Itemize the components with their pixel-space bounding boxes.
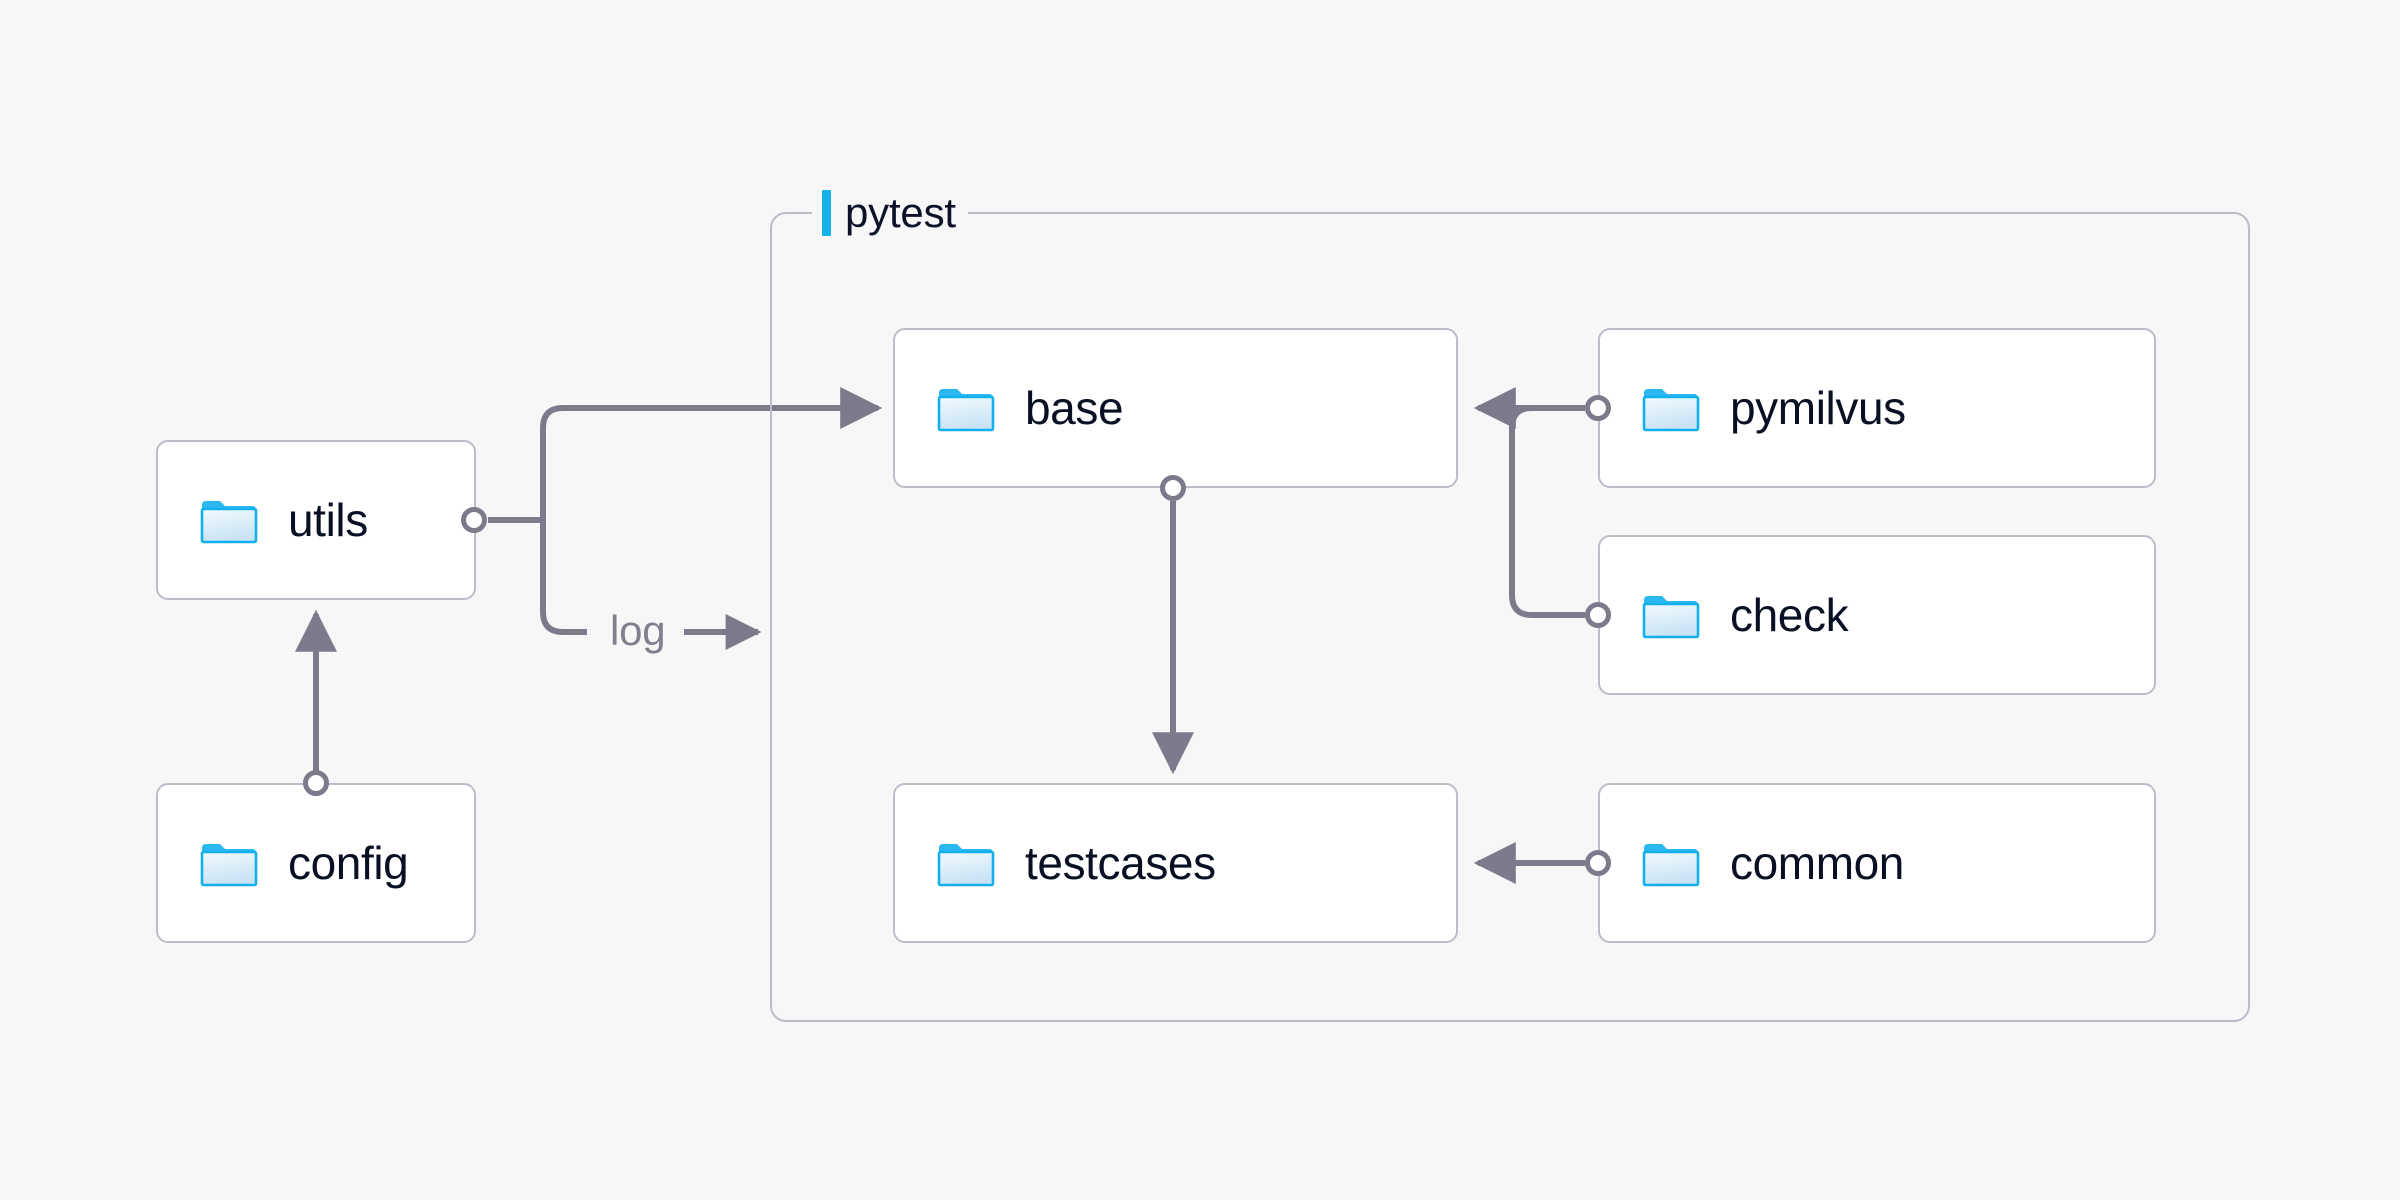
node-base-label: base	[1025, 382, 1124, 434]
node-utils-label: utils	[288, 494, 368, 546]
edge-label-log: log	[610, 607, 666, 654]
port-config-top[interactable]	[303, 770, 329, 796]
folder-icon	[200, 501, 258, 544]
port-common-left[interactable]	[1585, 850, 1611, 876]
port-base-bottom[interactable]	[1160, 475, 1186, 501]
node-check-label: check	[1730, 589, 1849, 641]
node-utils[interactable]: utils	[156, 440, 476, 600]
node-pymilvus[interactable]: pymilvus	[1598, 328, 2156, 488]
node-testcases-label: testcases	[1025, 837, 1216, 889]
folder-icon	[937, 844, 995, 887]
folder-icon	[200, 844, 258, 887]
port-check-left[interactable]	[1585, 602, 1611, 628]
node-base[interactable]: base	[893, 328, 1458, 488]
node-common[interactable]: common	[1598, 783, 2156, 943]
folder-icon	[1642, 389, 1700, 432]
port-pymilvus-left[interactable]	[1585, 395, 1611, 421]
folder-icon	[1642, 596, 1700, 639]
folder-icon	[1642, 844, 1700, 887]
node-check[interactable]: check	[1598, 535, 2156, 695]
folder-icon	[937, 389, 995, 432]
node-pymilvus-label: pymilvus	[1730, 382, 1906, 434]
group-pytest[interactable]	[770, 212, 2250, 1022]
group-pytest-label: pytest	[812, 186, 968, 240]
port-utils-right[interactable]	[461, 507, 487, 533]
node-common-label: common	[1730, 837, 1904, 889]
node-testcases[interactable]: testcases	[893, 783, 1458, 943]
node-config[interactable]: config	[156, 783, 476, 943]
node-config-label: config	[288, 837, 409, 889]
group-pytest-label-text: pytest	[845, 189, 956, 236]
group-accent-bar	[822, 190, 831, 236]
